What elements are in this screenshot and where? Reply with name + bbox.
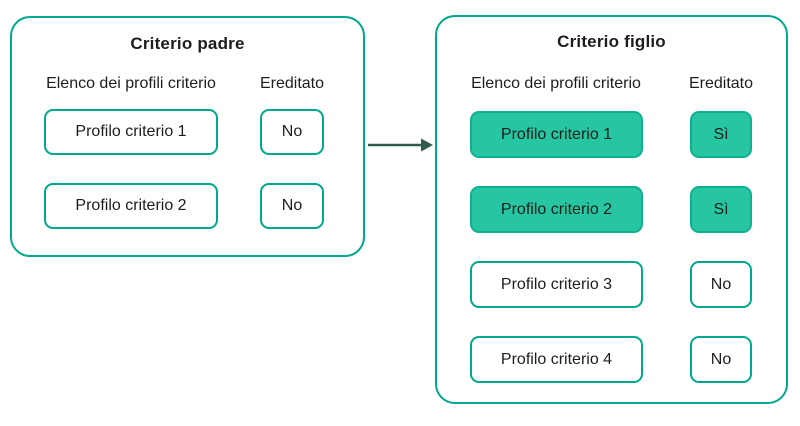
child-profile-box-2: Profilo criterio 2 [470,186,643,233]
parent-inherited-badge-1: No [260,109,324,155]
parent-profiles-column-header: Elenco dei profili criterio [46,75,216,92]
child-criterion-panel: Criterio figlio Elenco dei profili crite… [435,15,788,404]
parent-inherited-badge-2: No [260,183,324,229]
parent-profile-box-1: Profilo criterio 1 [44,109,218,155]
child-inherited-badge-1: Sì [690,111,752,158]
child-profile-box-4: Profilo criterio 4 [470,336,643,383]
child-inherited-badge-2: Sì [690,186,752,233]
child-profiles-column-header: Elenco dei profili criterio [471,75,641,92]
child-inherited-column-header: Ereditato [688,75,754,92]
parent-profile-box-2: Profilo criterio 2 [44,183,218,229]
parent-criterion-panel: Criterio padre Elenco dei profili criter… [10,16,365,257]
child-profile-box-3: Profilo criterio 3 [470,261,643,308]
child-inherited-badge-3: No [690,261,752,308]
child-panel-title: Criterio figlio [557,32,666,51]
inheritance-arrow-icon [365,134,437,156]
child-inherited-badge-4: No [690,336,752,383]
child-profile-box-1: Profilo criterio 1 [470,111,643,158]
parent-inherited-column-header: Ereditato [259,75,325,92]
parent-panel-title: Criterio padre [130,34,245,53]
